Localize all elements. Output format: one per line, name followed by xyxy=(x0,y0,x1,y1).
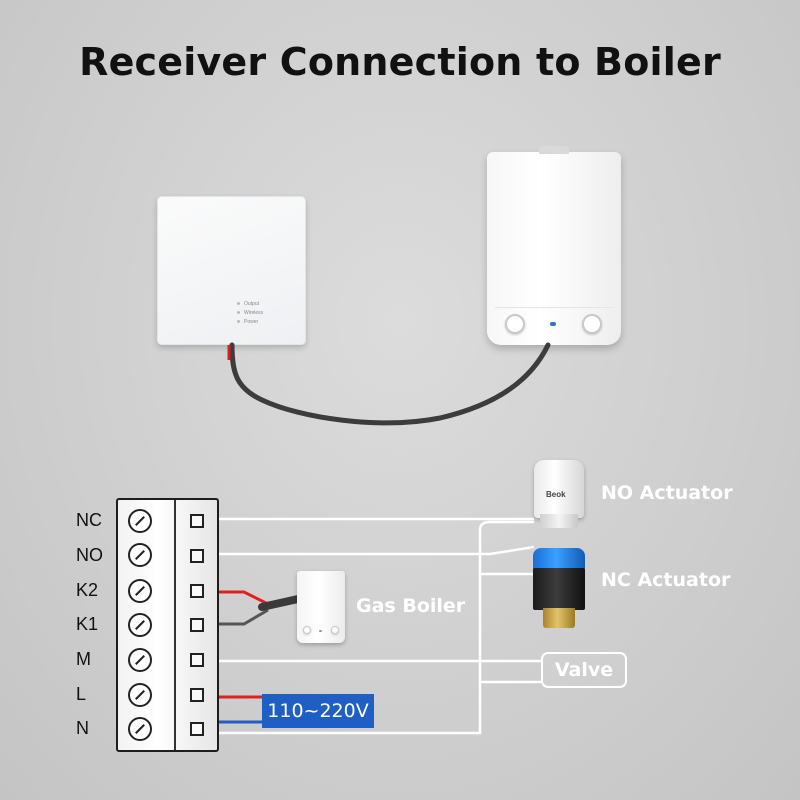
terminal-divider xyxy=(174,500,176,750)
gas-boiler-cable xyxy=(258,595,302,611)
voltage-label: 110~220V xyxy=(267,700,369,722)
boiler-status-led xyxy=(550,322,556,326)
receiver-device: Output Wireless Power xyxy=(157,196,306,345)
terminal-hole-n xyxy=(190,722,204,736)
terminal-block xyxy=(116,498,219,752)
terminal-hole-k2 xyxy=(190,584,204,598)
indicator-wireless-label: Wireless xyxy=(244,310,264,316)
wire-k2 xyxy=(212,590,269,606)
valve-box: Valve xyxy=(541,652,627,688)
receiver-boiler-cable xyxy=(229,342,551,426)
boiler-right-knob xyxy=(582,314,602,334)
nc-actuator-base xyxy=(543,608,575,628)
no-actuator-image: Beok xyxy=(534,460,584,528)
screw-n xyxy=(128,717,152,741)
boiler-control-panel xyxy=(495,307,613,338)
no-actuator-body xyxy=(534,460,584,518)
nc-actuator-cap xyxy=(533,548,585,570)
no-actuator-base xyxy=(540,514,578,528)
indicator-output-label: Output xyxy=(244,301,260,307)
receiver-indicators: Output Wireless Power xyxy=(237,300,263,327)
boiler-unit xyxy=(487,146,621,345)
pin-label-no: NO xyxy=(76,545,103,565)
nc-actuator-body xyxy=(533,568,585,610)
page-title: Receiver Connection to Boiler xyxy=(79,40,721,84)
screw-k1 xyxy=(128,613,152,637)
gas-boiler-label: Gas Boiler xyxy=(356,595,466,617)
indicator-power-label: Power xyxy=(244,319,259,325)
pin-label-k1: K1 xyxy=(76,614,99,634)
boiler-flue xyxy=(539,146,569,154)
terminal-hole-m xyxy=(190,653,204,667)
pin-label-n: N xyxy=(76,718,89,738)
screw-no xyxy=(128,543,152,567)
wire-no xyxy=(212,545,535,556)
voltage-box: 110~220V xyxy=(262,694,374,728)
gas-boiler-led xyxy=(319,630,322,632)
terminal-hole-no xyxy=(190,549,204,563)
terminal-hole-k1 xyxy=(190,618,204,632)
no-actuator-label: NO Actuator xyxy=(601,482,733,504)
indicator-wireless: Wireless xyxy=(237,309,263,318)
wire-k1 xyxy=(212,608,269,626)
pin-label-k2: K2 xyxy=(76,580,99,600)
screw-m xyxy=(128,648,152,672)
screw-l xyxy=(128,683,152,707)
pin-label-l: L xyxy=(76,684,87,704)
boiler-left-knob xyxy=(505,314,525,334)
indicator-power: Power xyxy=(237,318,263,327)
actuator-brand-logo: Beok xyxy=(546,490,566,499)
wire-n-trunk xyxy=(212,520,534,735)
gas-boiler-knob-left xyxy=(303,626,311,634)
gas-boiler-image xyxy=(297,571,345,643)
pin-label-m: M xyxy=(76,649,91,669)
gas-boiler-knob-right xyxy=(331,626,339,634)
nc-actuator-image xyxy=(533,548,585,628)
screw-k2 xyxy=(128,579,152,603)
terminal-hole-l xyxy=(190,688,204,702)
indicator-output: Output xyxy=(237,300,263,309)
nc-actuator-label: NC Actuator xyxy=(601,569,731,591)
valve-label: Valve xyxy=(554,659,614,681)
terminal-hole-nc xyxy=(190,514,204,528)
pin-label-nc: NC xyxy=(76,510,102,530)
screw-nc xyxy=(128,509,152,533)
